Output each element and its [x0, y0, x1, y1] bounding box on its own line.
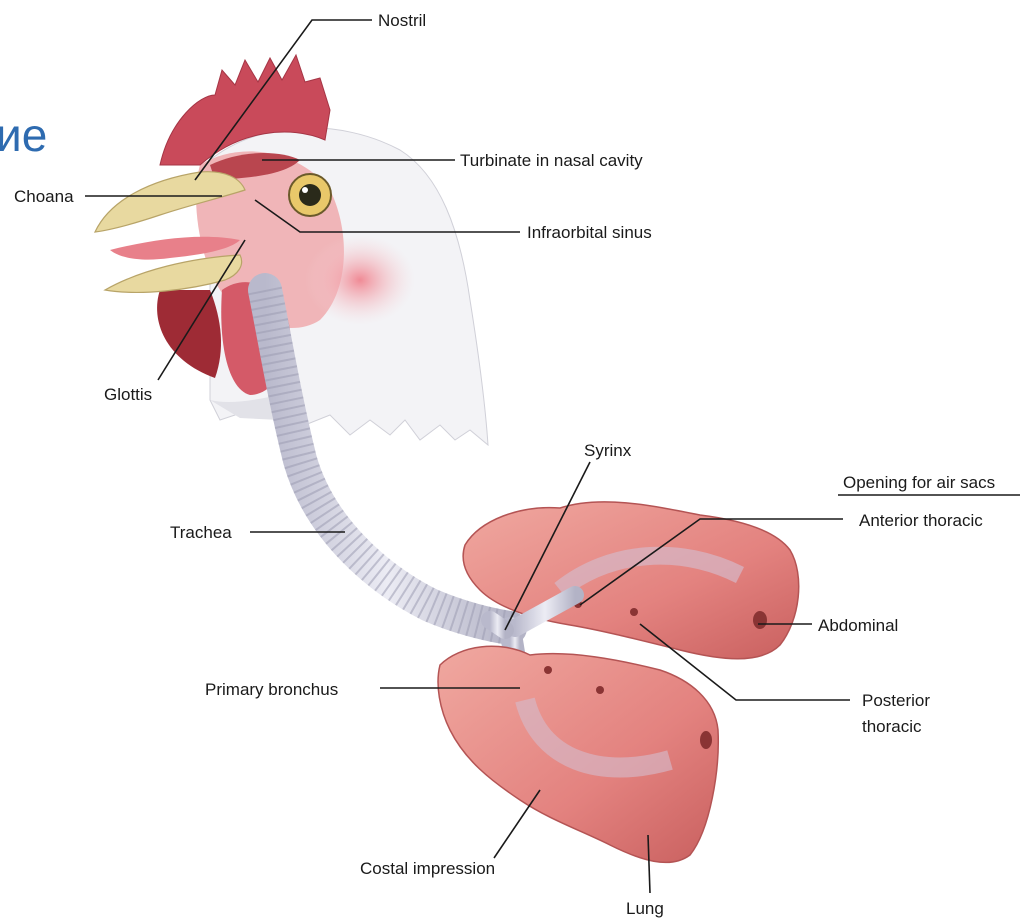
label-posterior-thoracic-line2: thoracic [862, 717, 922, 736]
label-posterior-thoracic-line1: Posterior [862, 691, 930, 710]
label-abdominal: Abdominal [818, 616, 898, 635]
label-nostril: Nostril [378, 11, 426, 30]
label-opening-for-air-sacs: Opening for air sacs [843, 473, 995, 492]
label-turbinate: Turbinate in nasal cavity [460, 151, 643, 170]
label-costal-impression: Costal impression [360, 859, 495, 878]
label-syrinx: Syrinx [584, 441, 632, 460]
label-choana: Choana [14, 187, 74, 206]
label-lung: Lung [626, 899, 664, 918]
label-trachea: Trachea [170, 523, 232, 542]
label-primary-bronchus: Primary bronchus [205, 680, 338, 699]
label-infraorbital-sinus: Infraorbital sinus [527, 223, 652, 242]
lung-lower [438, 646, 718, 862]
label-glottis: Glottis [104, 385, 152, 404]
label-anterior-thoracic: Anterior thoracic [859, 511, 983, 530]
